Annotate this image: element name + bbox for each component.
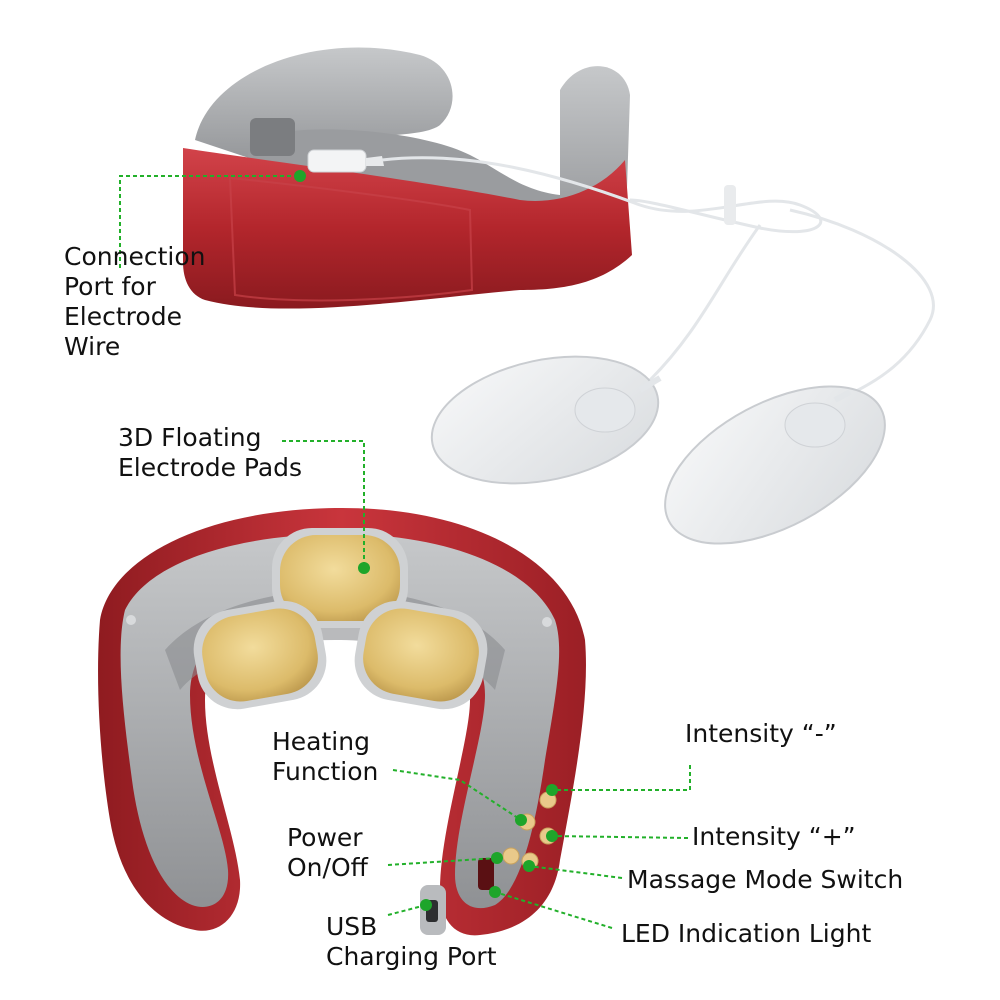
label-line: Connection (64, 242, 206, 271)
label-usb-port: USB Charging Port (326, 912, 497, 972)
label-line: On/Off (287, 853, 368, 882)
label-line: Charging Port (326, 942, 497, 971)
label-intensity-plus: Intensity “+” (692, 822, 856, 851)
electrode-wire (381, 156, 935, 397)
label-heating-function: Heating Function (272, 727, 378, 787)
label-line: Electrode Pads (118, 453, 303, 482)
label-floating-pads: 3D Floating Electrode Pads (118, 423, 302, 483)
label-intensity-minus: Intensity “-” (685, 719, 837, 748)
label-massage-mode: Massage Mode Switch (627, 865, 904, 894)
label-line: Port for (64, 272, 156, 301)
label-power: Power On/Off (287, 823, 368, 883)
label-line: Wire (64, 332, 121, 361)
annotation-leaders (119, 170, 691, 929)
label-connection-port: Connection Port for Electrode Wire (64, 242, 205, 362)
label-led-light: LED Indication Light (621, 919, 872, 948)
label-line: Heating (272, 727, 370, 756)
label-line: USB (326, 912, 378, 941)
massager-side-view (183, 47, 632, 309)
label-line: 3D Floating (118, 423, 262, 452)
external-electrode-pads (430, 355, 886, 545)
massager-front-view (98, 507, 586, 936)
label-line: Electrode (64, 302, 182, 331)
label-line: Function (272, 757, 379, 786)
label-line: Power (287, 823, 363, 852)
